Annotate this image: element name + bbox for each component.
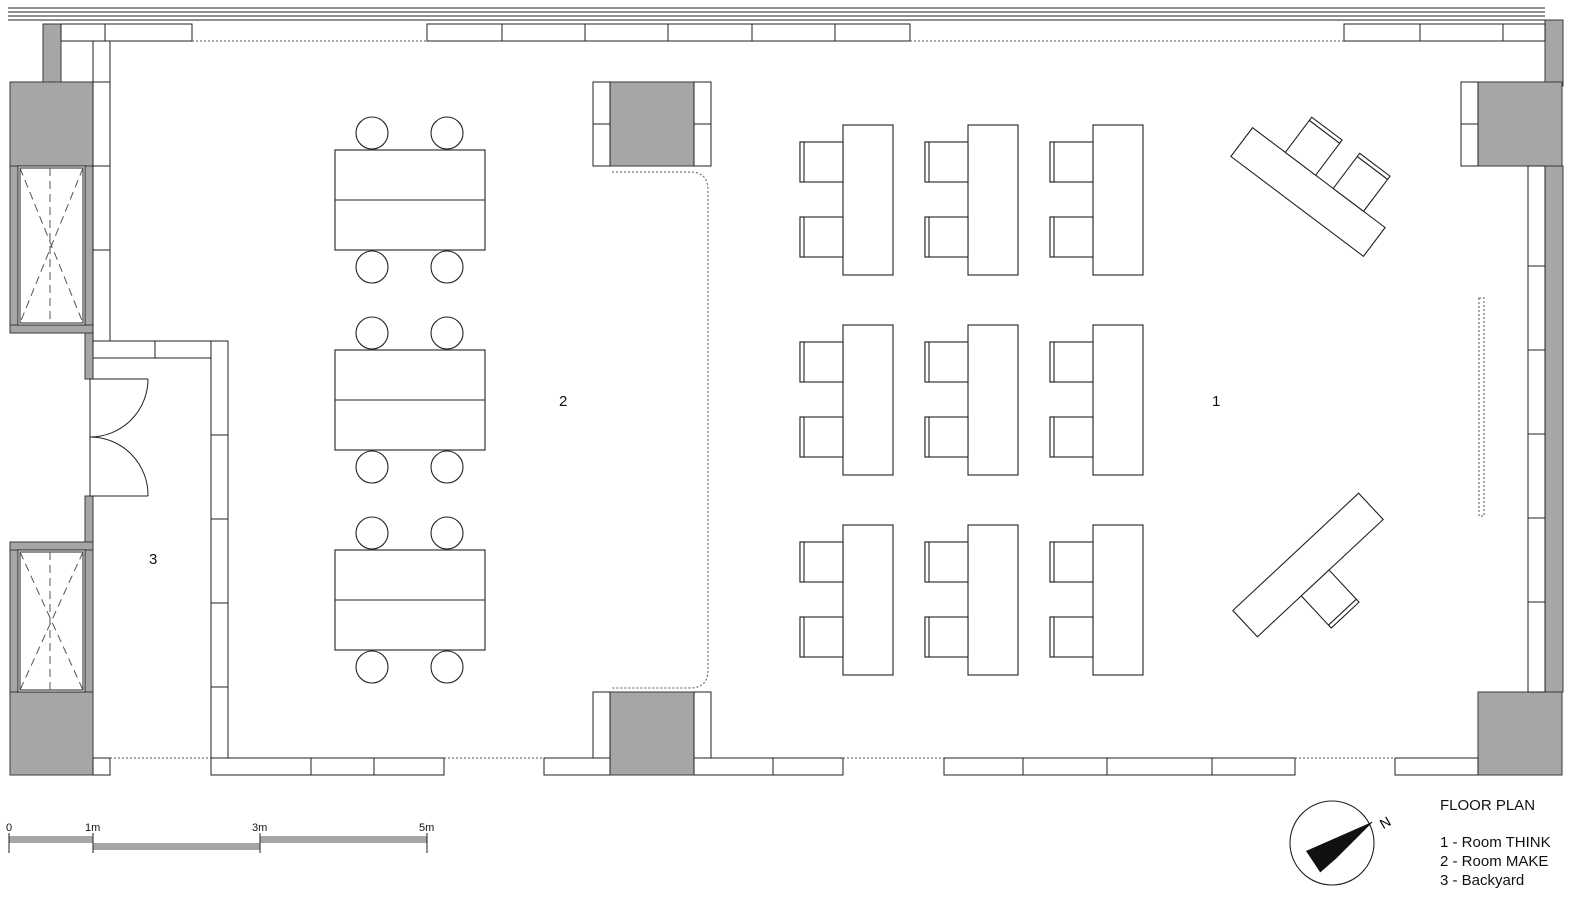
- room-number-backyard: 3: [149, 551, 157, 568]
- desk: [842, 524, 894, 676]
- stool: [355, 650, 389, 684]
- think-desk-set: [799, 524, 894, 676]
- think-desk-set: [1049, 524, 1144, 676]
- chair: [799, 416, 844, 458]
- stool: [355, 450, 389, 484]
- desk: [1092, 124, 1144, 276]
- north-arrow-icon: N: [1289, 800, 1394, 886]
- chair: [1049, 416, 1094, 458]
- north-label: N: [1377, 813, 1394, 832]
- chair: [924, 216, 969, 258]
- make-table-set: [334, 316, 486, 484]
- chair: [799, 541, 844, 583]
- think-desk-set: [924, 324, 1019, 476]
- think-desk-set: [1049, 124, 1144, 276]
- stool: [430, 650, 464, 684]
- think-desks: [799, 124, 1144, 676]
- chair: [924, 141, 969, 183]
- legend-item-room-make: 2 - Room MAKE: [1440, 853, 1549, 870]
- curtain-divider: [612, 171, 709, 689]
- legend-item-room-think: 1 - Room THINK: [1440, 834, 1551, 851]
- chair: [1049, 541, 1094, 583]
- desk: [967, 124, 1019, 276]
- chair: [924, 341, 969, 383]
- legend-item-backyard: 3 - Backyard: [1440, 872, 1525, 889]
- chair: [799, 341, 844, 383]
- stool: [430, 516, 464, 550]
- stool: [355, 316, 389, 350]
- walls: [9, 19, 1564, 776]
- make-table-set: [334, 116, 486, 284]
- stool: [355, 116, 389, 150]
- scale-bar: 0 1m 3m 5m: [6, 822, 434, 853]
- scale-label-1m: 1m: [85, 822, 100, 834]
- think-desk-set: [924, 124, 1019, 276]
- room-number-think: 1: [1212, 393, 1220, 410]
- stool: [355, 250, 389, 284]
- stool: [430, 250, 464, 284]
- scale-label-5m: 5m: [419, 822, 434, 834]
- stool: [355, 516, 389, 550]
- desk: [842, 124, 894, 276]
- plan-legend: FLOOR PLAN 1 - Room THINK 2 - Room MAKE …: [1440, 796, 1551, 890]
- shafts: [17, 165, 86, 693]
- desk: [967, 524, 1019, 676]
- desk: [1092, 324, 1144, 476]
- stool: [430, 450, 464, 484]
- make-table-set: [334, 516, 486, 684]
- chair: [1049, 341, 1094, 383]
- chair: [799, 141, 844, 183]
- stool: [430, 116, 464, 150]
- make-tables: [334, 116, 486, 684]
- room-number-make: 2: [559, 393, 567, 410]
- chair: [924, 416, 969, 458]
- chair: [924, 541, 969, 583]
- think-desk-set: [1049, 324, 1144, 476]
- top-facade: [8, 7, 1545, 21]
- chair: [799, 616, 844, 658]
- desk: [842, 324, 894, 476]
- legend-title: FLOOR PLAN: [1440, 797, 1536, 814]
- scale-label-0: 0: [6, 822, 12, 834]
- desk: [1092, 524, 1144, 676]
- window-segments: [60, 23, 1546, 776]
- think-desk-set: [799, 324, 894, 476]
- chair: [1049, 216, 1094, 258]
- stool: [430, 316, 464, 350]
- chair: [1049, 616, 1094, 658]
- think-desk-set: [799, 124, 894, 276]
- chair: [1049, 141, 1094, 183]
- dotted-openings: [110, 40, 1485, 759]
- diagonal-desk-bottom: [1232, 492, 1384, 638]
- diagonal-desk-top: [1230, 116, 1391, 258]
- desk: [967, 324, 1019, 476]
- think-desk-set: [924, 524, 1019, 676]
- scale-label-3m: 3m: [252, 822, 267, 834]
- double-door: [89, 378, 149, 497]
- chair: [924, 616, 969, 658]
- chair: [799, 216, 844, 258]
